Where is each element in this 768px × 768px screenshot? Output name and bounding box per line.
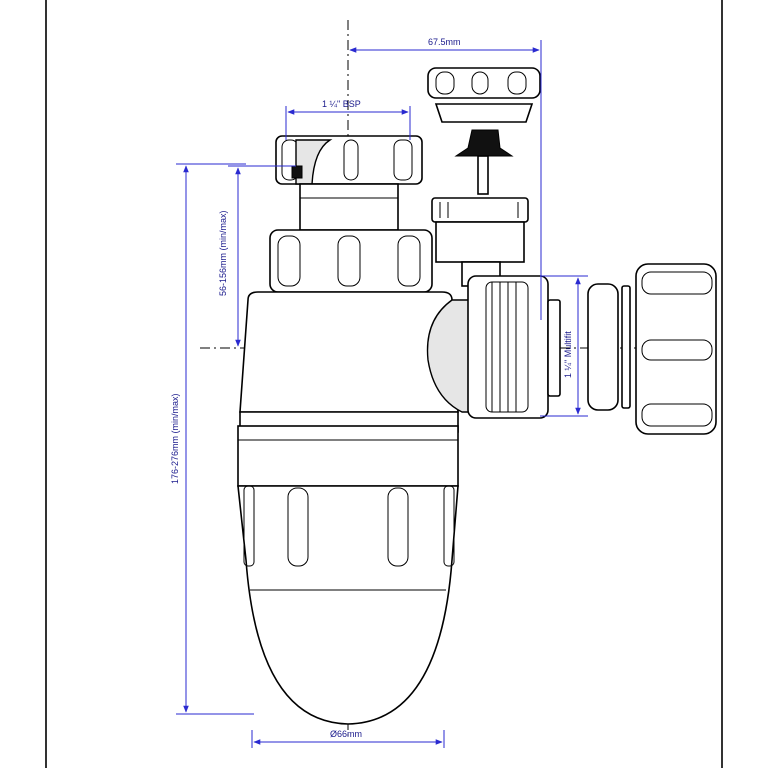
overall-height-label: 176-276mm (min/max) — [170, 393, 180, 484]
outlet-thread — [467, 275, 561, 419]
dim-overall-height: 176-276mm (min/max) — [170, 163, 254, 715]
dim-outlet-size: 1 ¼" Multifit — [540, 275, 588, 417]
dim-inlet-height: 56-156mm (min/max) — [218, 165, 296, 347]
inlet-nut — [275, 135, 423, 185]
waste-plug — [454, 129, 514, 195]
waste-washer — [434, 103, 534, 123]
dim-outlet-offset: 67.5mm — [349, 37, 542, 320]
dim-body-diameter: Ø66mm — [251, 729, 445, 748]
inlet-height-label: 56-156mm (min/max) — [218, 210, 228, 296]
inlet-height-value: 56-156mm (min/max) — [218, 210, 228, 296]
body-nut — [269, 229, 433, 293]
inlet-thread-label: 1 ¼" BSP — [322, 99, 361, 109]
frame-border — [45, 0, 723, 768]
trap-body — [237, 291, 459, 725]
outlet-seal — [587, 283, 631, 411]
outlet-size-label: 1 ¼" Multifit — [563, 331, 573, 378]
body-diameter-label: Ø66mm — [330, 729, 362, 739]
outlet-elbow — [426, 299, 471, 413]
dim-inlet-thread: 1 ¼" BSP — [285, 99, 411, 140]
waste-cap-nut — [427, 67, 541, 99]
standpipe-thread — [431, 197, 529, 263]
outlet-nut — [635, 263, 717, 435]
outlet-offset-label: 67.5mm — [428, 37, 461, 47]
inlet-tube — [299, 183, 399, 231]
